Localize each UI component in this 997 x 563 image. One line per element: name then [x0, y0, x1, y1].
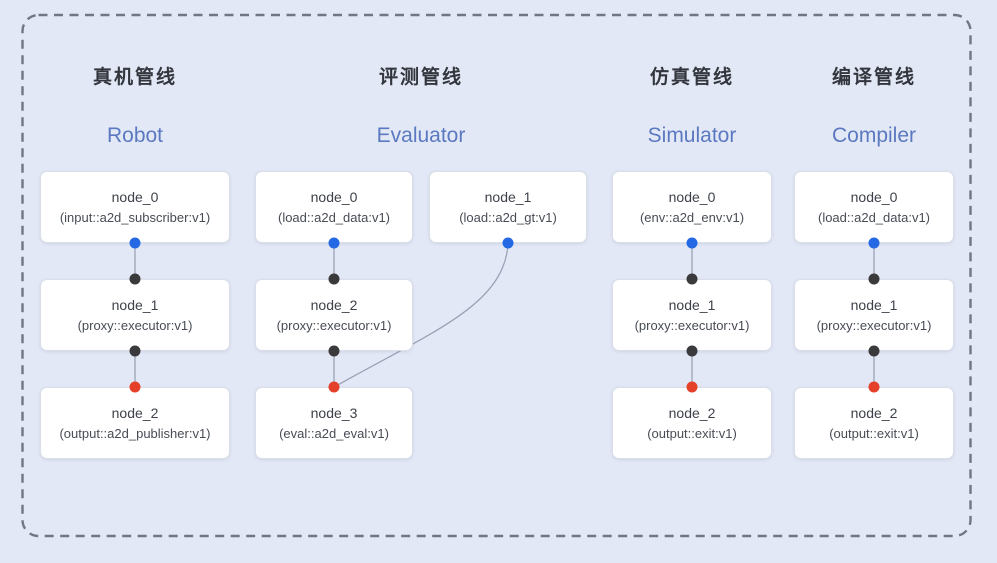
node-title: node_0 [111, 189, 159, 205]
node-title: node_2 [111, 405, 159, 421]
simulator-node-0: node_0 (env::a2d_env:v1) [612, 171, 772, 243]
port-dot-red [868, 381, 880, 393]
pipeline-title-en: Robot [106, 124, 164, 147]
node-subtitle: (load::a2d_data:v1) [817, 210, 931, 225]
node-title: node_0 [310, 189, 358, 205]
dashed-boundary [21, 13, 972, 538]
pipeline-title-cn: 评测管线 [378, 67, 463, 88]
node-subtitle: (eval::a2d_eval:v1) [279, 426, 389, 441]
port-dot-blue [328, 237, 340, 249]
simulator-node-1: node_1 (proxy::executor:v1) [612, 279, 772, 351]
wire-curve-gt-to-eval [335, 244, 509, 387]
node-subtitle: (input::a2d_subscriber:v1) [59, 210, 211, 225]
port-dot-black [686, 345, 698, 357]
robot-node-2: node_2 (output::a2d_publisher:v1) [40, 387, 230, 459]
port-dot-blue [129, 237, 141, 249]
node-subtitle: (output::exit:v1) [647, 426, 737, 441]
port-dot-red [686, 381, 698, 393]
pipeline-title-cn: 仿真管线 [649, 67, 734, 88]
node-subtitle: (proxy::executor:v1) [276, 318, 392, 333]
node-title: node_0 [668, 189, 716, 205]
evaluator-node-2: node_2 (proxy::executor:v1) [255, 279, 413, 351]
node-subtitle: (proxy::executor:v1) [634, 318, 750, 333]
port-dot-blue [502, 237, 514, 249]
node-title: node_2 [850, 405, 898, 421]
pipeline-header-robot: 真机管线 Robot [40, 66, 230, 149]
node-subtitle: (output::a2d_publisher:v1) [59, 426, 211, 441]
robot-node-1: node_1 (proxy::executor:v1) [40, 279, 230, 351]
node-title: node_0 [850, 189, 898, 205]
robot-node-0: node_0 (input::a2d_subscriber:v1) [40, 171, 230, 243]
port-dot-red [129, 381, 141, 393]
evaluator-node-1: node_1 (load::a2d_gt:v1) [429, 171, 587, 243]
node-subtitle: (env::a2d_env:v1) [639, 210, 745, 225]
node-subtitle: (proxy::executor:v1) [77, 318, 193, 333]
node-title: node_3 [310, 405, 358, 421]
port-dot-black [328, 345, 340, 357]
port-dot-black [868, 273, 880, 285]
port-dot-black [686, 273, 698, 285]
compiler-node-0: node_0 (load::a2d_data:v1) [794, 171, 954, 243]
pipeline-title-cn: 编译管线 [831, 67, 916, 88]
node-title: node_1 [484, 189, 532, 205]
pipeline-title-cn: 真机管线 [92, 67, 177, 88]
compiler-node-1: node_1 (proxy::executor:v1) [794, 279, 954, 351]
pipeline-title-en: Evaluator [376, 124, 466, 147]
evaluator-node-0: node_0 (load::a2d_data:v1) [255, 171, 413, 243]
node-subtitle: (output::exit:v1) [829, 426, 919, 441]
port-dot-red [328, 381, 340, 393]
node-title: node_1 [111, 297, 159, 313]
node-subtitle: (load::a2d_gt:v1) [459, 210, 557, 225]
evaluator-node-3: node_3 (eval::a2d_eval:v1) [255, 387, 413, 459]
compiler-node-2: node_2 (output::exit:v1) [794, 387, 954, 459]
pipeline-header-evaluator: 评测管线 Evaluator [255, 66, 587, 149]
pipeline-header-simulator: 仿真管线 Simulator [612, 66, 772, 149]
node-subtitle: (load::a2d_data:v1) [277, 210, 391, 225]
port-dot-black [868, 345, 880, 357]
port-dot-black [129, 345, 141, 357]
pipeline-title-en: Compiler [831, 124, 917, 147]
node-title: node_2 [310, 297, 358, 313]
node-title: node_1 [668, 297, 716, 313]
port-dot-blue [686, 237, 698, 249]
node-title: node_2 [668, 405, 716, 421]
pipeline-header-compiler: 编译管线 Compiler [794, 66, 954, 149]
port-dot-black [328, 273, 340, 285]
node-title: node_1 [850, 297, 898, 313]
port-dot-blue [868, 237, 880, 249]
port-dot-black [129, 273, 141, 285]
simulator-node-2: node_2 (output::exit:v1) [612, 387, 772, 459]
node-subtitle: (proxy::executor:v1) [816, 318, 932, 333]
pipeline-title-en: Simulator [647, 124, 737, 147]
